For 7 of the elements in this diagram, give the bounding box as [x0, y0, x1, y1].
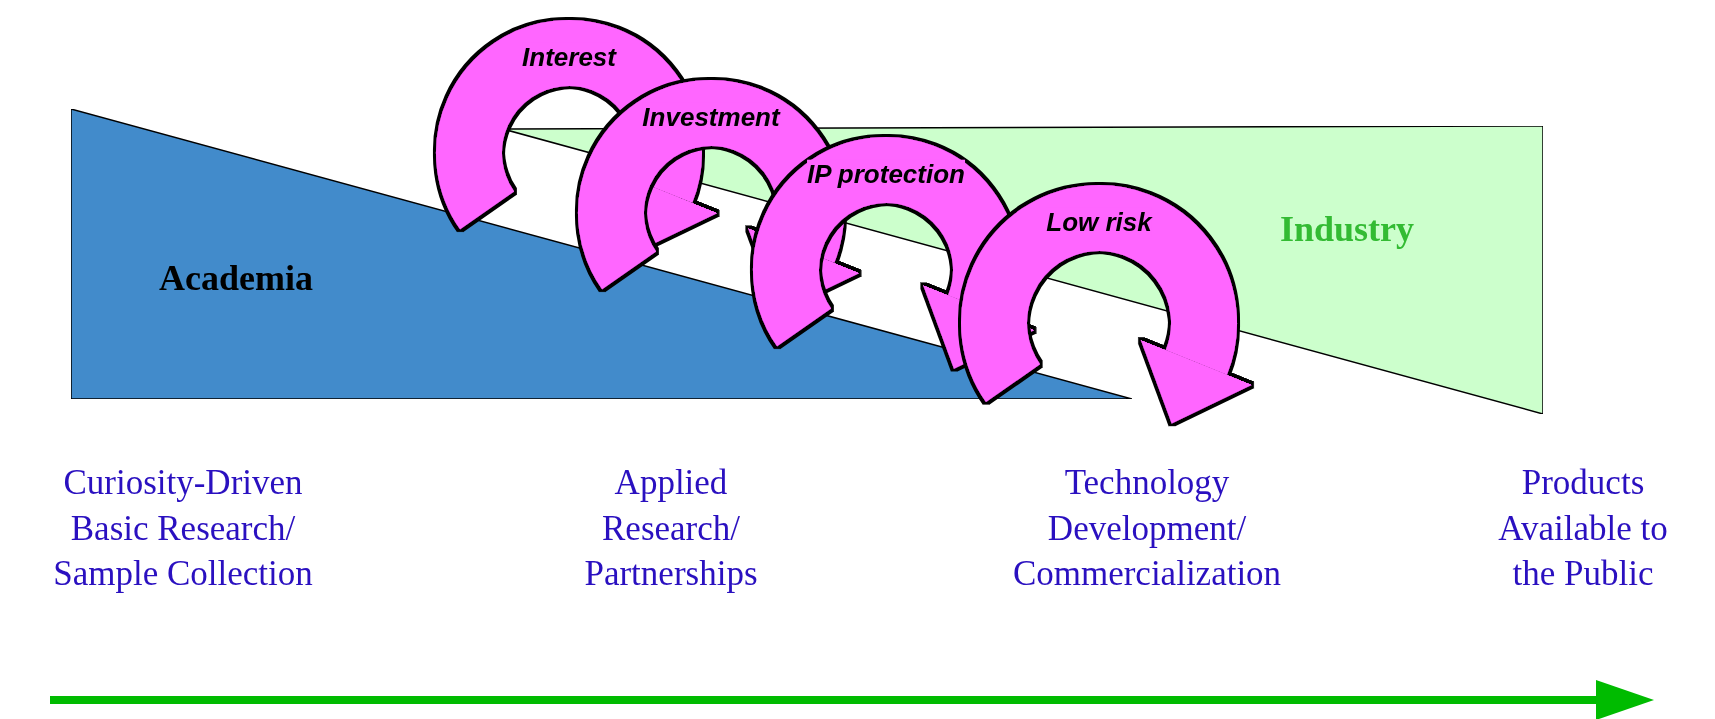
stage-label: Products Available to the Public [1497, 462, 1669, 595]
region-label: Academia [159, 257, 313, 299]
edge-label: IP protection [807, 159, 965, 189]
stage-label: Applied Research/ Partnerships [583, 462, 759, 595]
stage-label: Technology Development/ Commercialization [1011, 462, 1283, 595]
stage-label: Curiosity-Driven Basic Research/ Sample Collection [52, 462, 314, 595]
region-label: Industry [1280, 208, 1415, 250]
